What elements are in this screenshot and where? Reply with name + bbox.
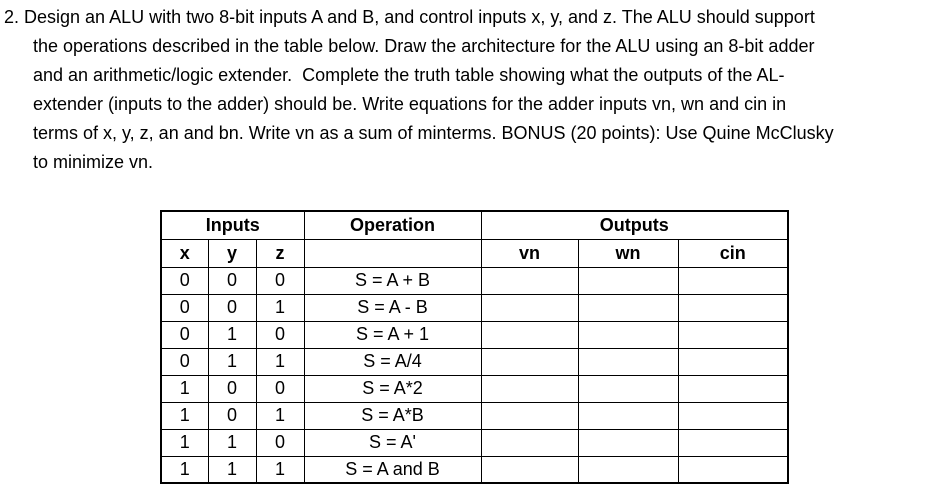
cell-operation: S = A + B xyxy=(303,266,482,295)
cell-cin xyxy=(677,428,789,457)
header-inputs: Inputs xyxy=(160,210,305,240)
cell-operation: S = A' xyxy=(303,428,482,457)
problem-line: and an arithmetic/logic extender. Comple… xyxy=(33,65,785,85)
cell-wn xyxy=(577,266,679,295)
problem-line: 2. Design an ALU with two 8-bit inputs A… xyxy=(4,7,815,27)
cell-vn xyxy=(480,374,579,403)
table-group-header-row: Inputs Operation Outputs xyxy=(160,210,789,240)
col-header-y: y xyxy=(207,238,257,268)
cell-x: 1 xyxy=(160,455,209,484)
cell-y: 1 xyxy=(207,455,257,484)
cell-operation: S = A*B xyxy=(303,401,482,430)
cell-cin xyxy=(677,455,789,484)
cell-z: 1 xyxy=(255,293,305,322)
cell-x: 0 xyxy=(160,266,209,295)
cell-z: 1 xyxy=(255,401,305,430)
problem-line: extender (inputs to the adder) should be… xyxy=(33,94,787,114)
cell-operation: S = A + 1 xyxy=(303,320,482,349)
cell-z: 1 xyxy=(255,347,305,376)
cell-operation: S = A and B xyxy=(303,455,482,484)
cell-x: 0 xyxy=(160,293,209,322)
cell-cin xyxy=(677,374,789,403)
cell-cin xyxy=(677,401,789,430)
cell-wn xyxy=(577,428,679,457)
cell-wn xyxy=(577,293,679,322)
cell-y: 0 xyxy=(207,293,257,322)
cell-wn xyxy=(577,455,679,484)
problem-line: terms of x, y, z, an and bn. Write vn as… xyxy=(33,123,834,143)
col-header-x: x xyxy=(160,238,209,268)
header-operation: Operation xyxy=(303,210,482,240)
cell-cin xyxy=(677,266,789,295)
problem-line: the operations described in the table be… xyxy=(33,36,815,56)
truth-table: Inputs Operation Outputs x y z vn wn cin… xyxy=(160,210,789,484)
cell-vn xyxy=(480,428,579,457)
cell-z: 0 xyxy=(255,266,305,295)
cell-operation: S = A/4 xyxy=(303,347,482,376)
cell-wn xyxy=(577,401,679,430)
cell-cin xyxy=(677,347,789,376)
table-row: 1 0 1 S = A*B xyxy=(160,401,789,430)
col-header-cin: cin xyxy=(677,238,789,268)
col-header-z: z xyxy=(255,238,305,268)
cell-y: 0 xyxy=(207,401,257,430)
table-row: 1 0 0 S = A*2 xyxy=(160,374,789,403)
cell-y: 1 xyxy=(207,428,257,457)
header-outputs: Outputs xyxy=(480,210,789,240)
cell-wn xyxy=(577,347,679,376)
table-column-header-row: x y z vn wn cin xyxy=(160,238,789,268)
cell-vn xyxy=(480,293,579,322)
table-row: 1 1 1 S = A and B xyxy=(160,455,789,484)
table-row: 1 1 0 S = A' xyxy=(160,428,789,457)
cell-vn xyxy=(480,266,579,295)
cell-z: 0 xyxy=(255,428,305,457)
problem-statement: 2. Design an ALU with two 8-bit inputs A… xyxy=(4,3,922,177)
cell-cin xyxy=(677,320,789,349)
cell-z: 0 xyxy=(255,320,305,349)
table-row: 0 1 1 S = A/4 xyxy=(160,347,789,376)
col-header-operation-empty xyxy=(303,238,482,268)
problem-line: to minimize vn. xyxy=(33,152,154,172)
cell-z: 0 xyxy=(255,374,305,403)
cell-x: 1 xyxy=(160,374,209,403)
cell-x: 0 xyxy=(160,320,209,349)
col-header-wn: wn xyxy=(577,238,679,268)
cell-operation: S = A*2 xyxy=(303,374,482,403)
table-row: 0 0 0 S = A + B xyxy=(160,266,789,295)
cell-vn xyxy=(480,455,579,484)
cell-x: 1 xyxy=(160,428,209,457)
cell-cin xyxy=(677,293,789,322)
cell-wn xyxy=(577,374,679,403)
cell-y: 1 xyxy=(207,347,257,376)
cell-vn xyxy=(480,320,579,349)
cell-x: 0 xyxy=(160,347,209,376)
cell-vn xyxy=(480,401,579,430)
cell-operation: S = A - B xyxy=(303,293,482,322)
cell-wn xyxy=(577,320,679,349)
table-row: 0 1 0 S = A + 1 xyxy=(160,320,789,349)
cell-x: 1 xyxy=(160,401,209,430)
cell-y: 0 xyxy=(207,374,257,403)
col-header-vn: vn xyxy=(480,238,579,268)
table-row: 0 0 1 S = A - B xyxy=(160,293,789,322)
cell-z: 1 xyxy=(255,455,305,484)
cell-y: 1 xyxy=(207,320,257,349)
cell-vn xyxy=(480,347,579,376)
cell-y: 0 xyxy=(207,266,257,295)
